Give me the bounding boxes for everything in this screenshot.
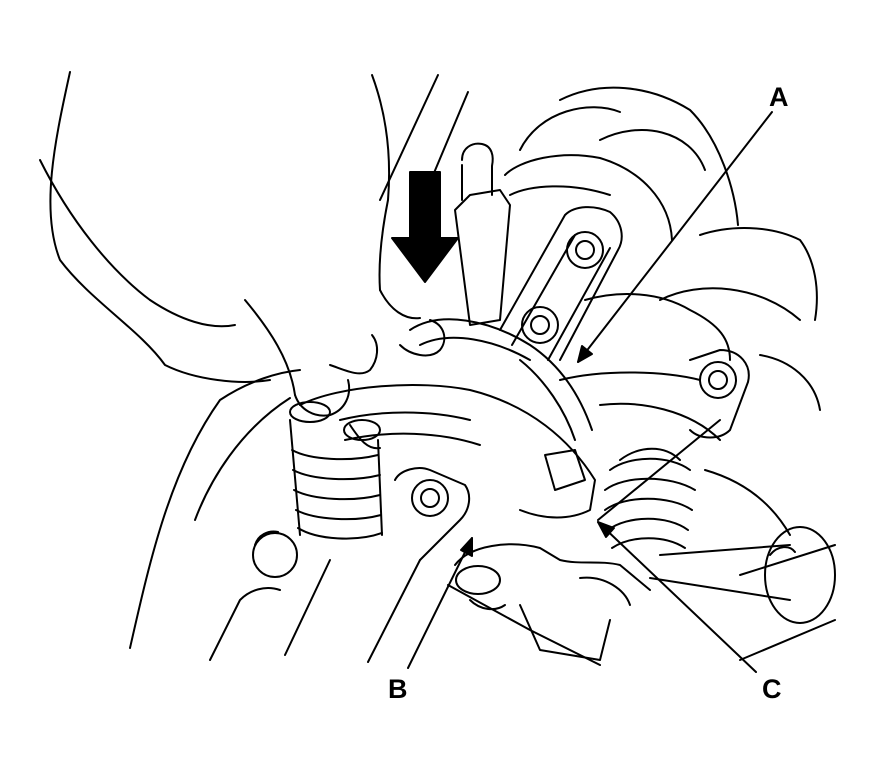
down-arrow-icon: [391, 171, 459, 283]
callout-label-a: A: [769, 82, 789, 112]
callout-label-b: B: [388, 674, 408, 704]
lower-bolt-post: [252, 467, 471, 578]
callout-leaders: [407, 111, 773, 673]
hand: [39, 71, 446, 417]
upper-rocker-assembly: [454, 142, 750, 441]
valve-spring-left: [289, 401, 383, 540]
callout-label-c: C: [762, 674, 782, 704]
cylinder-head-outline: [129, 74, 836, 663]
lower-rocker-arm: [447, 543, 651, 666]
valve-spring-right: [604, 447, 836, 624]
rocker-arm: [299, 318, 596, 519]
